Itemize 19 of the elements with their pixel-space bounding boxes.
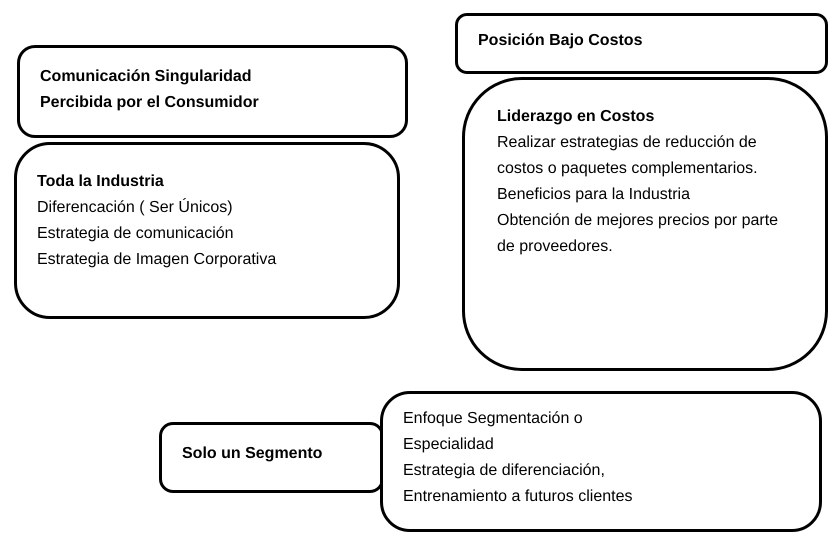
box-heading: Solo un Segmento [182, 444, 324, 464]
rounded-box [380, 391, 822, 532]
box-text: Entrenamiento a futuros clientes [403, 487, 634, 507]
box-heading: Toda la Industria [37, 172, 165, 192]
rounded-box [455, 13, 828, 74]
rounded-box [14, 142, 400, 319]
box-text: Obtención de mejores precios por parte de proveedores. [497, 211, 780, 257]
box-text: Realizar estrategias de reducción de costos o paquetes complementarios. [497, 133, 759, 179]
rounded-box [462, 77, 828, 371]
box-text: Enfoque Segmentación o Especialidad [403, 409, 584, 455]
box-heading: Liderazgo en Costos [497, 107, 656, 127]
box-heading: Comunicación Singularidad Percibida por el Consumidor [40, 67, 260, 113]
box-text: Beneficios para la Industria [497, 185, 691, 205]
box-heading: Posición Bajo Costos [478, 31, 644, 51]
box-text: Estrategia de comunicación [37, 224, 235, 244]
box-text: Estrategia de Imagen Corporativa [37, 250, 278, 270]
box-text: Estrategia de diferenciación, [403, 461, 606, 481]
box-text: Diferencación ( Ser Únicos) [37, 197, 234, 218]
rounded-box [17, 45, 408, 138]
